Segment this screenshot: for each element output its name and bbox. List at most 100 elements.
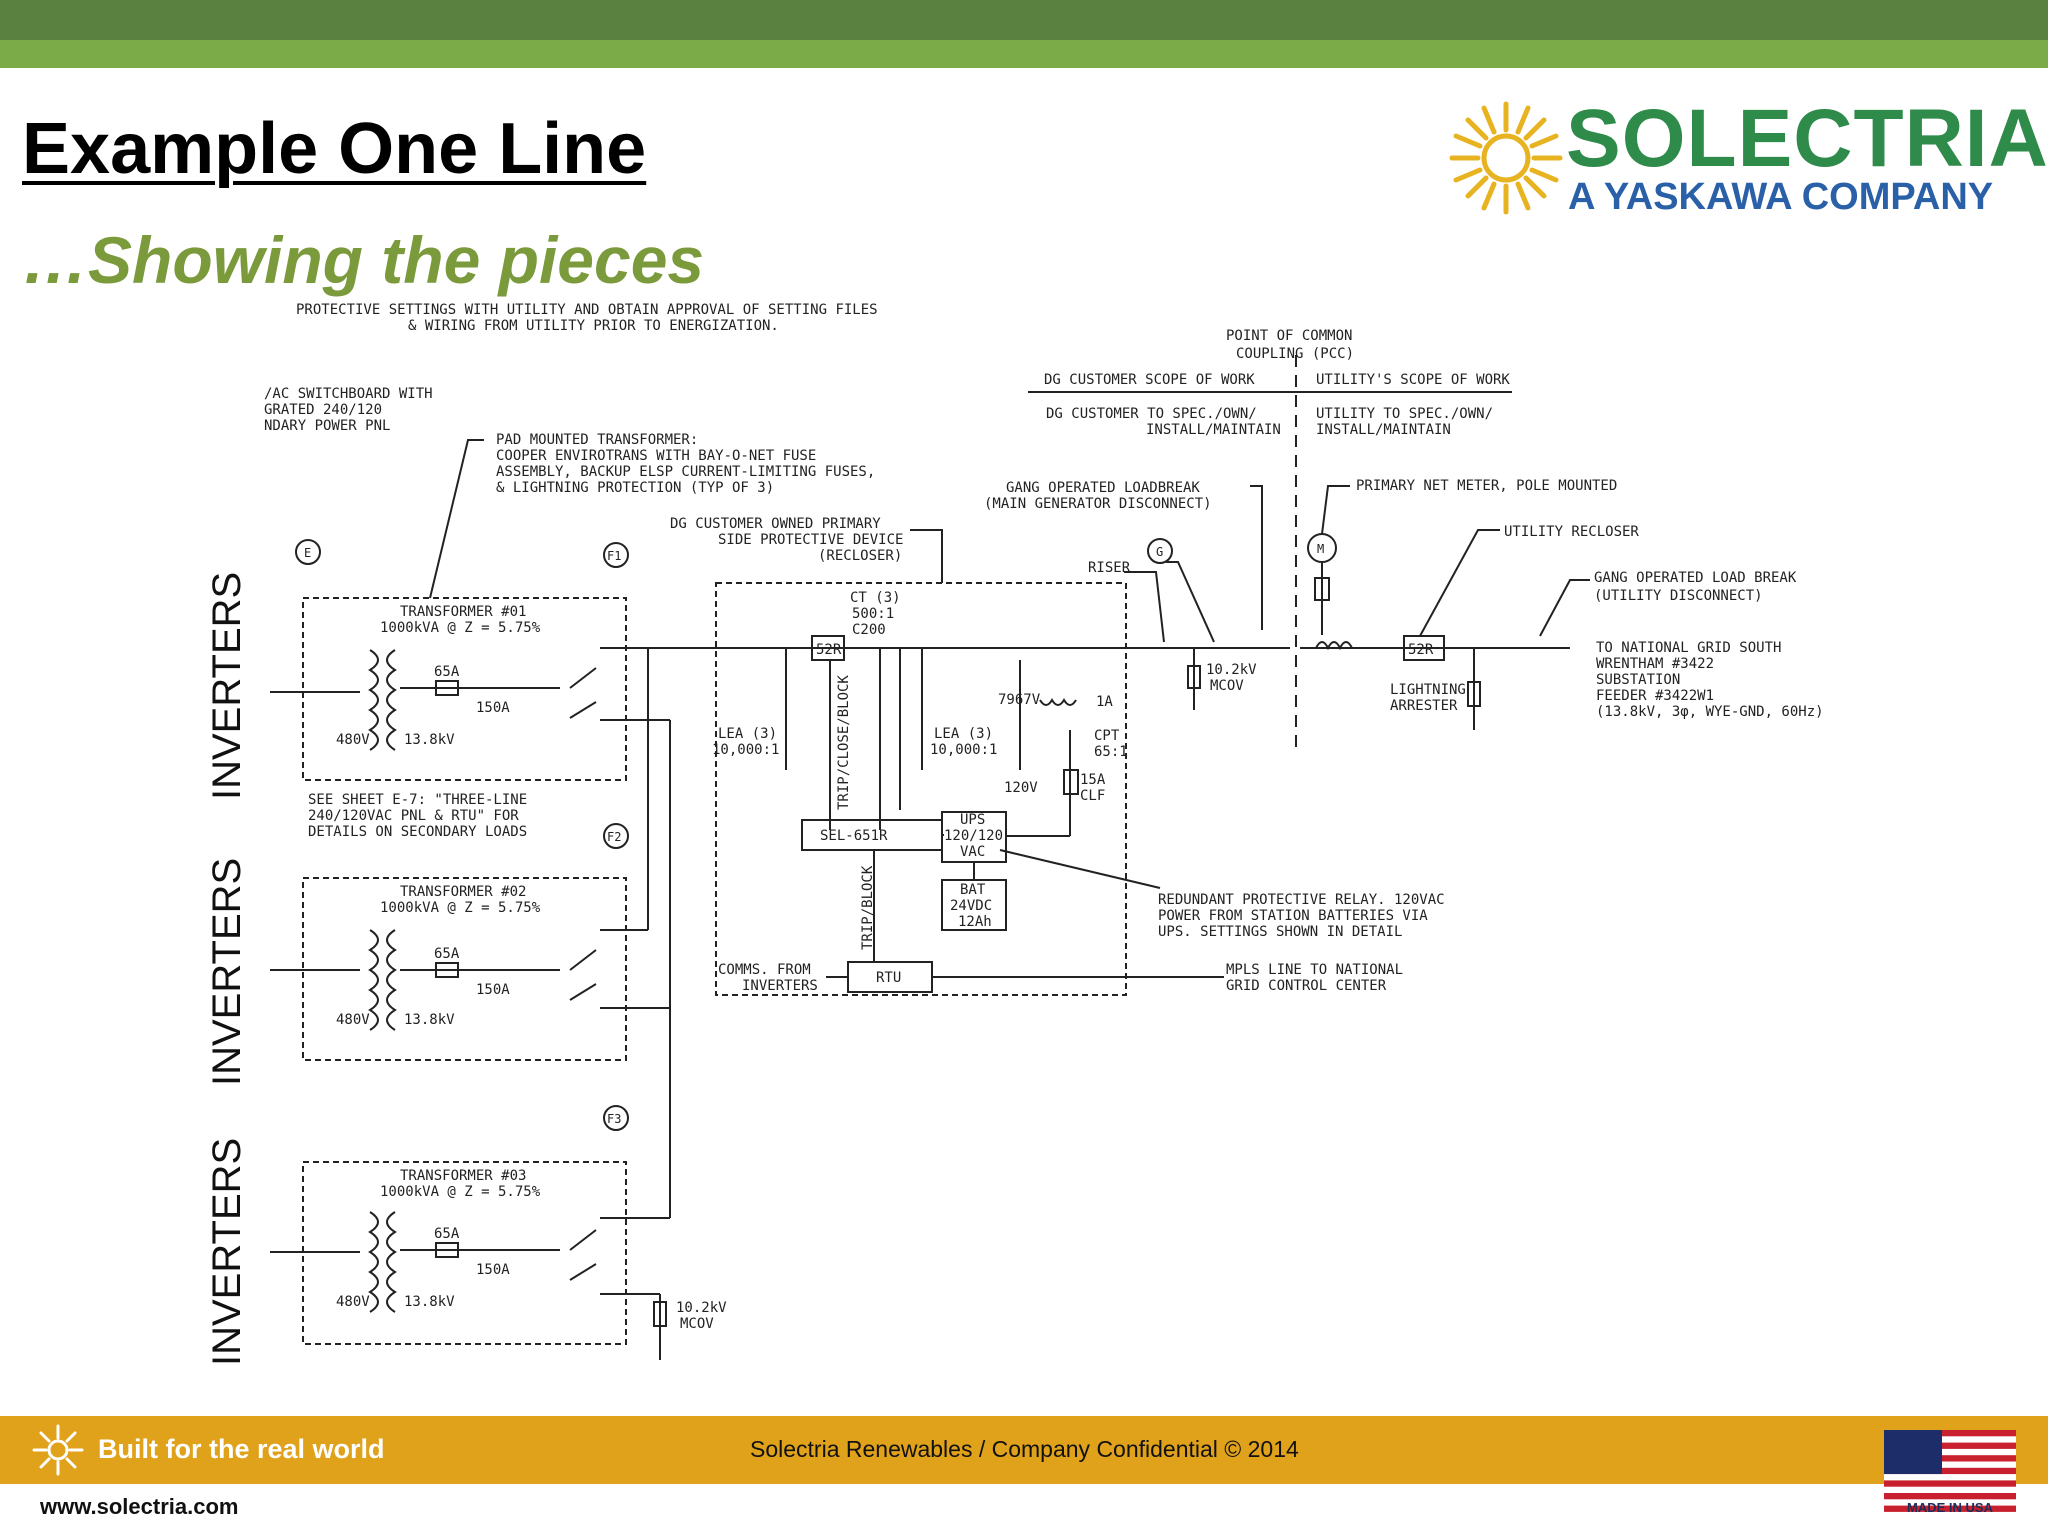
spec-util-2: INSTALL/MAINTAIN: [1316, 422, 1451, 438]
lea-right-1: LEA (3): [934, 726, 993, 742]
trip-block-label: TRIP/BLOCK: [860, 865, 876, 950]
pad-transformer-note-4: & LIGHTNING PROTECTION (TYP OF 3): [496, 480, 774, 496]
bat-label-2: 24VDC: [950, 898, 992, 914]
national-grid-3: SUBSTATION: [1596, 672, 1680, 688]
mcov-bottom-1: 10.2kV: [676, 1300, 727, 1316]
bat-label-3: 12Ah: [958, 914, 992, 930]
footer-bar: [0, 1416, 2048, 1484]
pad-transformer-note-1: PAD MOUNTED TRANSFORMER:: [496, 432, 698, 448]
comms-label-2: INVERTERS: [742, 978, 818, 994]
callout-f1: F1: [607, 549, 621, 563]
top-banner-dark: [0, 0, 2048, 40]
transformer-3-rating: 1000kVA @ Z = 5.75%: [380, 1184, 541, 1200]
ups-label-3: VAC: [960, 844, 985, 860]
national-grid-5: (13.8kV, 3φ, WYE-GND, 60Hz): [1596, 704, 1824, 720]
made-in-usa-caption: MADE IN USA: [1907, 1500, 1993, 1515]
see-sheet-note-3: DETAILS ON SECONDARY LOADS: [308, 824, 527, 840]
scope-dg: DG CUSTOMER SCOPE OF WORK: [1044, 372, 1255, 388]
fuse-3-a: 65A: [434, 1226, 460, 1242]
transformer-1-rating: 1000kVA @ Z = 5.75%: [380, 620, 541, 636]
usa-flag-icon: [1884, 1430, 2016, 1512]
gang-loadbreak-2: (MAIN GENERATOR DISCONNECT): [984, 496, 1212, 512]
gang-utility-2: (UTILITY DISCONNECT): [1594, 588, 1763, 604]
inverters-label-2: INVERTERS: [205, 858, 249, 1086]
website-link[interactable]: www.solectria.com: [40, 1494, 239, 1519]
redundant-relay-note-3: UPS. SETTINGS SHOWN IN DETAIL: [1158, 924, 1402, 940]
callout-f3: F3: [607, 1112, 621, 1126]
transformer-2-rating: 1000kVA @ Z = 5.75%: [380, 900, 541, 916]
lightning-arrester-1: LIGHTNING: [1390, 682, 1466, 698]
gang-utility-1: GANG OPERATED LOAD BREAK: [1594, 570, 1797, 586]
spec-dg-2: INSTALL/MAINTAIN: [1146, 422, 1281, 438]
primary-net-meter: PRIMARY NET METER, POLE MOUNTED: [1356, 478, 1617, 494]
mcov-bottom-2: MCOV: [680, 1316, 714, 1332]
clf-label-1: 15A: [1080, 772, 1106, 788]
national-grid-2: WRENTHAM #3422: [1596, 656, 1714, 672]
one-line-diagram: INVERTERS INVERTERS INVERTERS PROTECTIVE…: [205, 302, 1824, 1366]
pad-transformer-note-2: COOPER ENVIROTRANS WITH BAY-O-NET FUSE: [496, 448, 816, 464]
rtu-label: RTU: [876, 970, 901, 986]
dg-device-note-2: SIDE PROTECTIVE DEVICE: [718, 532, 903, 548]
riser-label: RISER: [1088, 560, 1131, 576]
switchboard-note-1: /AC SWITCHBOARD WITH: [264, 386, 433, 402]
switchboard-note-2: GRATED 240/120: [264, 402, 382, 418]
callout-m: M: [1317, 542, 1324, 556]
logo-tagline: A YASKAWA COMPANY: [1568, 176, 1994, 218]
dg-device-note-3: (RECLOSER): [818, 548, 902, 564]
cpt-label-2: 65:1: [1094, 744, 1128, 760]
fuse-1-b: 150A: [476, 700, 510, 716]
bat-label-1: BAT: [960, 882, 986, 898]
ups-label-2: 120/120: [944, 828, 1003, 844]
ct-label-1: CT (3): [850, 590, 901, 606]
top-banner-light: [0, 40, 2048, 68]
tr1-high-voltage: 13.8kV: [404, 732, 455, 748]
redundant-relay-note-1: REDUNDANT PROTECTIVE RELAY. 120VAC: [1158, 892, 1445, 908]
fuse-1-a: 65A: [434, 664, 460, 680]
spec-dg-1: DG CUSTOMER TO SPEC./OWN/: [1046, 406, 1257, 422]
gang-loadbreak-1: GANG OPERATED LOADBREAK: [1006, 480, 1200, 496]
pad-transformer-note-3: ASSEMBLY, BACKUP ELSP CURRENT-LIMITING F…: [496, 464, 875, 480]
trip-close-block-label: TRIP/CLOSE/BLOCK: [836, 675, 852, 810]
tr3-low-voltage: 480V: [336, 1294, 370, 1310]
comms-label-1: COMMS. FROM: [718, 962, 811, 978]
company-logo: SOLECTRIA A YASKAWA COMPANY: [1448, 94, 2048, 224]
national-grid-4: FEEDER #3422W1: [1596, 688, 1714, 704]
slide-title: Example One Line: [22, 109, 647, 189]
voltage-7967: 7967V: [998, 692, 1041, 708]
utility-52r: 52R: [1408, 642, 1434, 658]
tr2-high-voltage: 13.8kV: [404, 1012, 455, 1028]
ct-label-3: C200: [852, 622, 886, 638]
see-sheet-note-1: SEE SHEET E-7: "THREE-LINE: [308, 792, 527, 808]
sel-651r: SEL-651R: [820, 828, 888, 844]
tr2-low-voltage: 480V: [336, 1012, 370, 1028]
callout-g: G: [1156, 545, 1163, 559]
lightning-arrester-2: ARRESTER: [1390, 698, 1458, 714]
fuse-2-a: 65A: [434, 946, 460, 962]
callout-e: E: [304, 546, 311, 560]
see-sheet-note-2: 240/120VAC PNL & RTU" FOR: [308, 808, 519, 824]
transformer-2-name: TRANSFORMER #02: [400, 884, 526, 900]
transformer-1-name: TRANSFORMER #01: [400, 604, 526, 620]
mcov-top-1: 10.2kV: [1206, 662, 1257, 678]
sun-icon: [32, 1424, 84, 1476]
redundant-relay-note-2: POWER FROM STATION BATTERIES VIA: [1158, 908, 1428, 924]
clf-label-2: CLF: [1080, 788, 1105, 804]
footer-tagline: Built for the real world: [98, 1434, 385, 1464]
utility-recloser-label: UTILITY RECLOSER: [1504, 524, 1639, 540]
mcov-top-2: MCOV: [1210, 678, 1244, 694]
footer-confidential: Solectria Renewables / Company Confident…: [750, 1436, 1299, 1462]
slide-subtitle: …Showing the pieces: [22, 223, 705, 297]
recloser-52r: 52R: [816, 642, 842, 658]
pcc-label-2: COUPLING (PCC): [1236, 346, 1354, 362]
note-top-line-2: & WIRING FROM UTILITY PRIOR TO ENERGIZAT…: [408, 318, 779, 334]
fuse-3-b: 150A: [476, 1262, 510, 1278]
logo-wordmark: SOLECTRIA: [1566, 93, 2048, 184]
spec-util-1: UTILITY TO SPEC./OWN/: [1316, 406, 1493, 422]
inverters-label-1: INVERTERS: [205, 572, 249, 800]
mpls-note-2: GRID CONTROL CENTER: [1226, 978, 1387, 994]
inverters-label-3: INVERTERS: [205, 1138, 249, 1366]
voltage-120: 120V: [1004, 780, 1038, 796]
transformer-3-name: TRANSFORMER #03: [400, 1168, 526, 1184]
cpt-label-1: CPT: [1094, 728, 1120, 744]
pcc-label-1: POINT OF COMMON: [1226, 328, 1352, 344]
